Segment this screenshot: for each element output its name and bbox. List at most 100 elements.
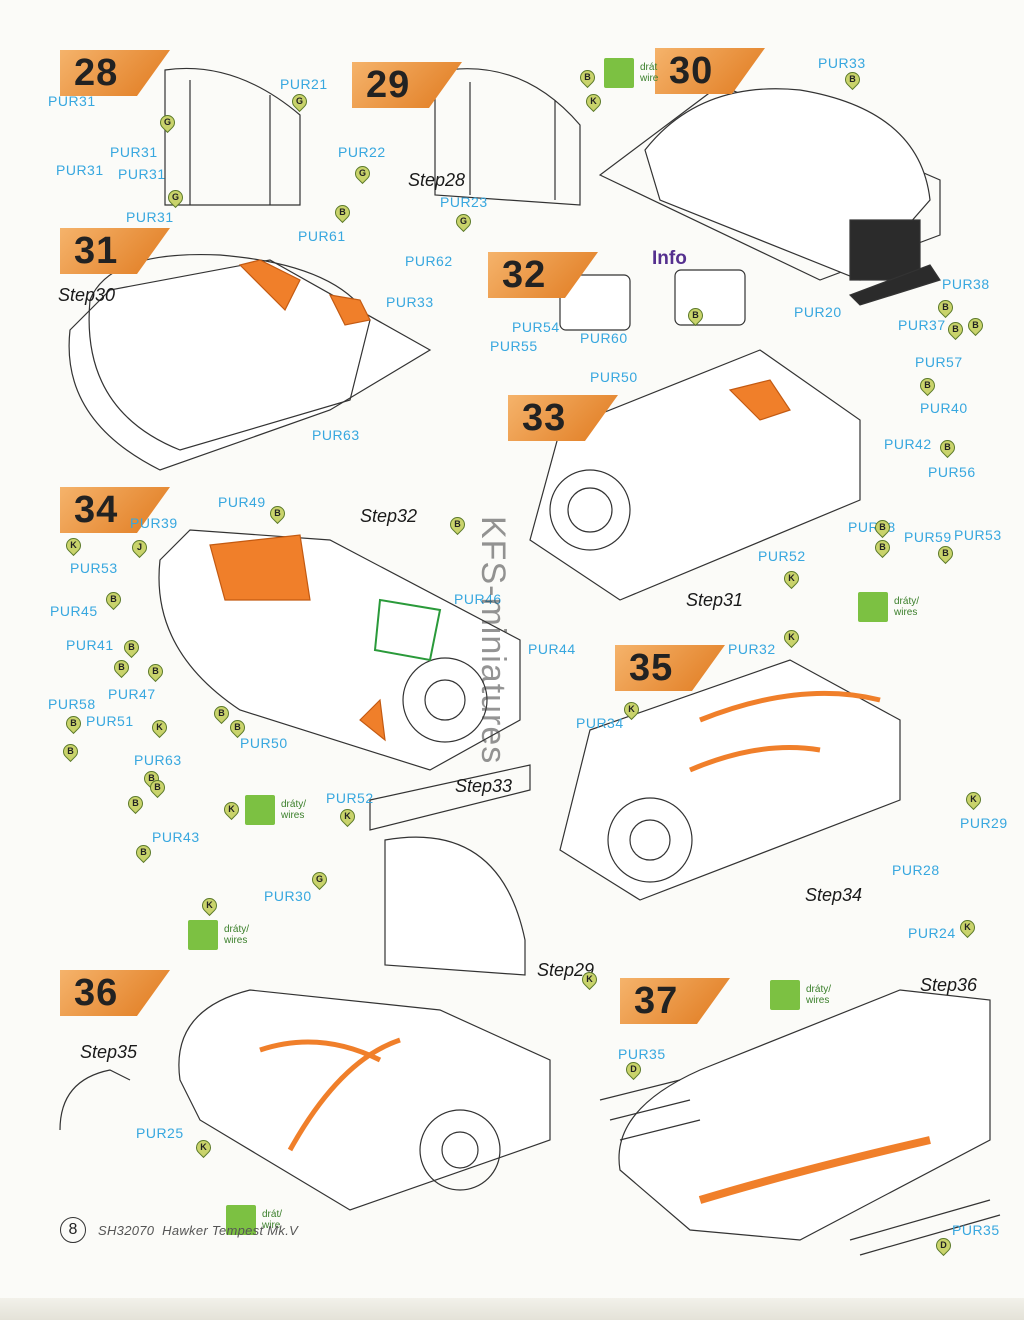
step-number: 30	[669, 50, 714, 92]
part-callout: PUR29	[960, 815, 1008, 831]
wire-label-cz: drát	[640, 62, 658, 73]
part-callout: PUR52	[758, 548, 806, 564]
step-32-banner: 32	[488, 252, 598, 298]
part-callout: PUR22	[338, 144, 386, 160]
step-number: 35	[629, 647, 674, 689]
wire-label-en: wire	[262, 1220, 281, 1231]
step-reference: Step35	[80, 1042, 138, 1062]
part-callout: PUR31	[118, 166, 166, 182]
part-callout: PUR43	[152, 829, 200, 845]
step-34-banner: 34	[60, 487, 170, 533]
part-callout: PUR52	[326, 790, 374, 806]
part-callout: PUR37	[898, 317, 946, 333]
step-35-banner: 35	[615, 645, 725, 691]
part-callout: PUR63	[134, 752, 182, 768]
hand-icon	[188, 920, 218, 950]
part-callout: PUR35	[618, 1046, 666, 1062]
part-callout: PUR56	[928, 464, 976, 480]
part-callout: PUR39	[130, 515, 178, 531]
part-callout: PUR62	[405, 253, 453, 269]
step-reference: Step31	[686, 590, 744, 610]
part-callout: PUR55	[490, 338, 538, 354]
part-callout: PUR31	[126, 209, 174, 225]
step-number: 28	[74, 52, 119, 94]
part-callout: PUR44	[528, 641, 576, 657]
step-number: 31	[74, 230, 119, 272]
part-callout: PUR58	[48, 696, 96, 712]
part-callout: PUR40	[920, 400, 968, 416]
part-callout: PUR20	[794, 304, 842, 320]
part-callout: PUR23	[440, 194, 488, 210]
step-reference: Step36	[920, 975, 978, 995]
part-callout: PUR41	[66, 637, 114, 653]
part-callout: PUR60	[580, 330, 628, 346]
part-callout: PUR33	[818, 55, 866, 71]
part-callout: PUR46	[454, 591, 502, 607]
step-reference: Step29	[537, 960, 595, 980]
step-number: 29	[366, 64, 411, 106]
wire-label-cz: dráty/	[224, 924, 250, 935]
step-reference: Step28	[408, 170, 466, 190]
step-29-banner: 29	[352, 62, 462, 108]
part-callout: PUR53	[70, 560, 118, 576]
kit-code: SH32070	[98, 1223, 155, 1238]
wire-label-en: wires	[224, 935, 248, 946]
step-number: 34	[74, 489, 119, 531]
part-callout: PUR25	[136, 1125, 184, 1141]
info-label: Info	[652, 248, 687, 269]
part-callout: PUR47	[108, 686, 156, 702]
part-callout: PUR54	[512, 319, 560, 335]
part-callout: PUR38	[942, 276, 990, 292]
kit-name: Hawker Tempest Mk.V	[162, 1223, 299, 1238]
step-number: 36	[74, 972, 119, 1014]
step-number: 32	[502, 254, 547, 296]
step-36-banner: 36	[60, 970, 170, 1016]
wire-label-cz: drát/	[262, 1209, 283, 1220]
part-callout: PUR63	[312, 427, 360, 443]
part-callout: PUR61	[298, 228, 346, 244]
watermark: KFS-miniatures	[474, 516, 512, 765]
step-number: 33	[522, 397, 567, 439]
wire-label-en: wires	[281, 810, 305, 821]
wire-label-en: wires	[894, 607, 918, 618]
part-callout: PUR59	[904, 529, 952, 545]
part-callout: PUR57	[915, 354, 963, 370]
part-callout: PUR31	[110, 144, 158, 160]
part-callout: PUR45	[50, 603, 98, 619]
part-callout: PUR35	[952, 1222, 1000, 1238]
part-callout: PUR24	[908, 925, 956, 941]
hand-icon	[226, 1205, 256, 1235]
part-callout: PUR53	[954, 527, 1002, 543]
part-callout: PUR31	[56, 162, 104, 178]
part-callout: PUR21	[280, 76, 328, 92]
wire-label-en: wires	[806, 995, 830, 1006]
wire-label-en: wire	[640, 73, 659, 84]
hand-icon	[770, 980, 800, 1010]
step-28-banner: 28	[60, 50, 170, 96]
part-callout: PUR50	[240, 735, 288, 751]
part-callout: PUR31	[48, 93, 96, 109]
step-37-banner: 37	[620, 978, 730, 1024]
hand-icon	[858, 592, 888, 622]
hand-icon	[604, 58, 634, 88]
wire-label-cz: dráty/	[894, 596, 920, 607]
page-number: 8	[60, 1217, 86, 1243]
wire-label-cz: dráty/	[281, 799, 307, 810]
step-30-banner: 30	[655, 48, 765, 94]
part-callout: PUR32	[728, 641, 776, 657]
part-callout: PUR50	[590, 369, 638, 385]
part-callout: PUR33	[386, 294, 434, 310]
part-callout: PUR30	[264, 888, 312, 904]
step-31-banner: 31	[60, 228, 170, 274]
step-number: 37	[634, 980, 679, 1022]
part-callout: PUR49	[218, 494, 266, 510]
wire-label-cz: dráty/	[806, 984, 832, 995]
step-reference: Step30	[58, 285, 116, 305]
part-callout: PUR34	[576, 715, 624, 731]
step-reference: Step33	[455, 776, 513, 796]
step-reference: Step32	[360, 506, 418, 526]
part-callout: PUR28	[892, 862, 940, 878]
step-33-banner: 33	[508, 395, 618, 441]
step-reference: Step34	[805, 885, 863, 905]
part-callout: PUR51	[86, 713, 134, 729]
